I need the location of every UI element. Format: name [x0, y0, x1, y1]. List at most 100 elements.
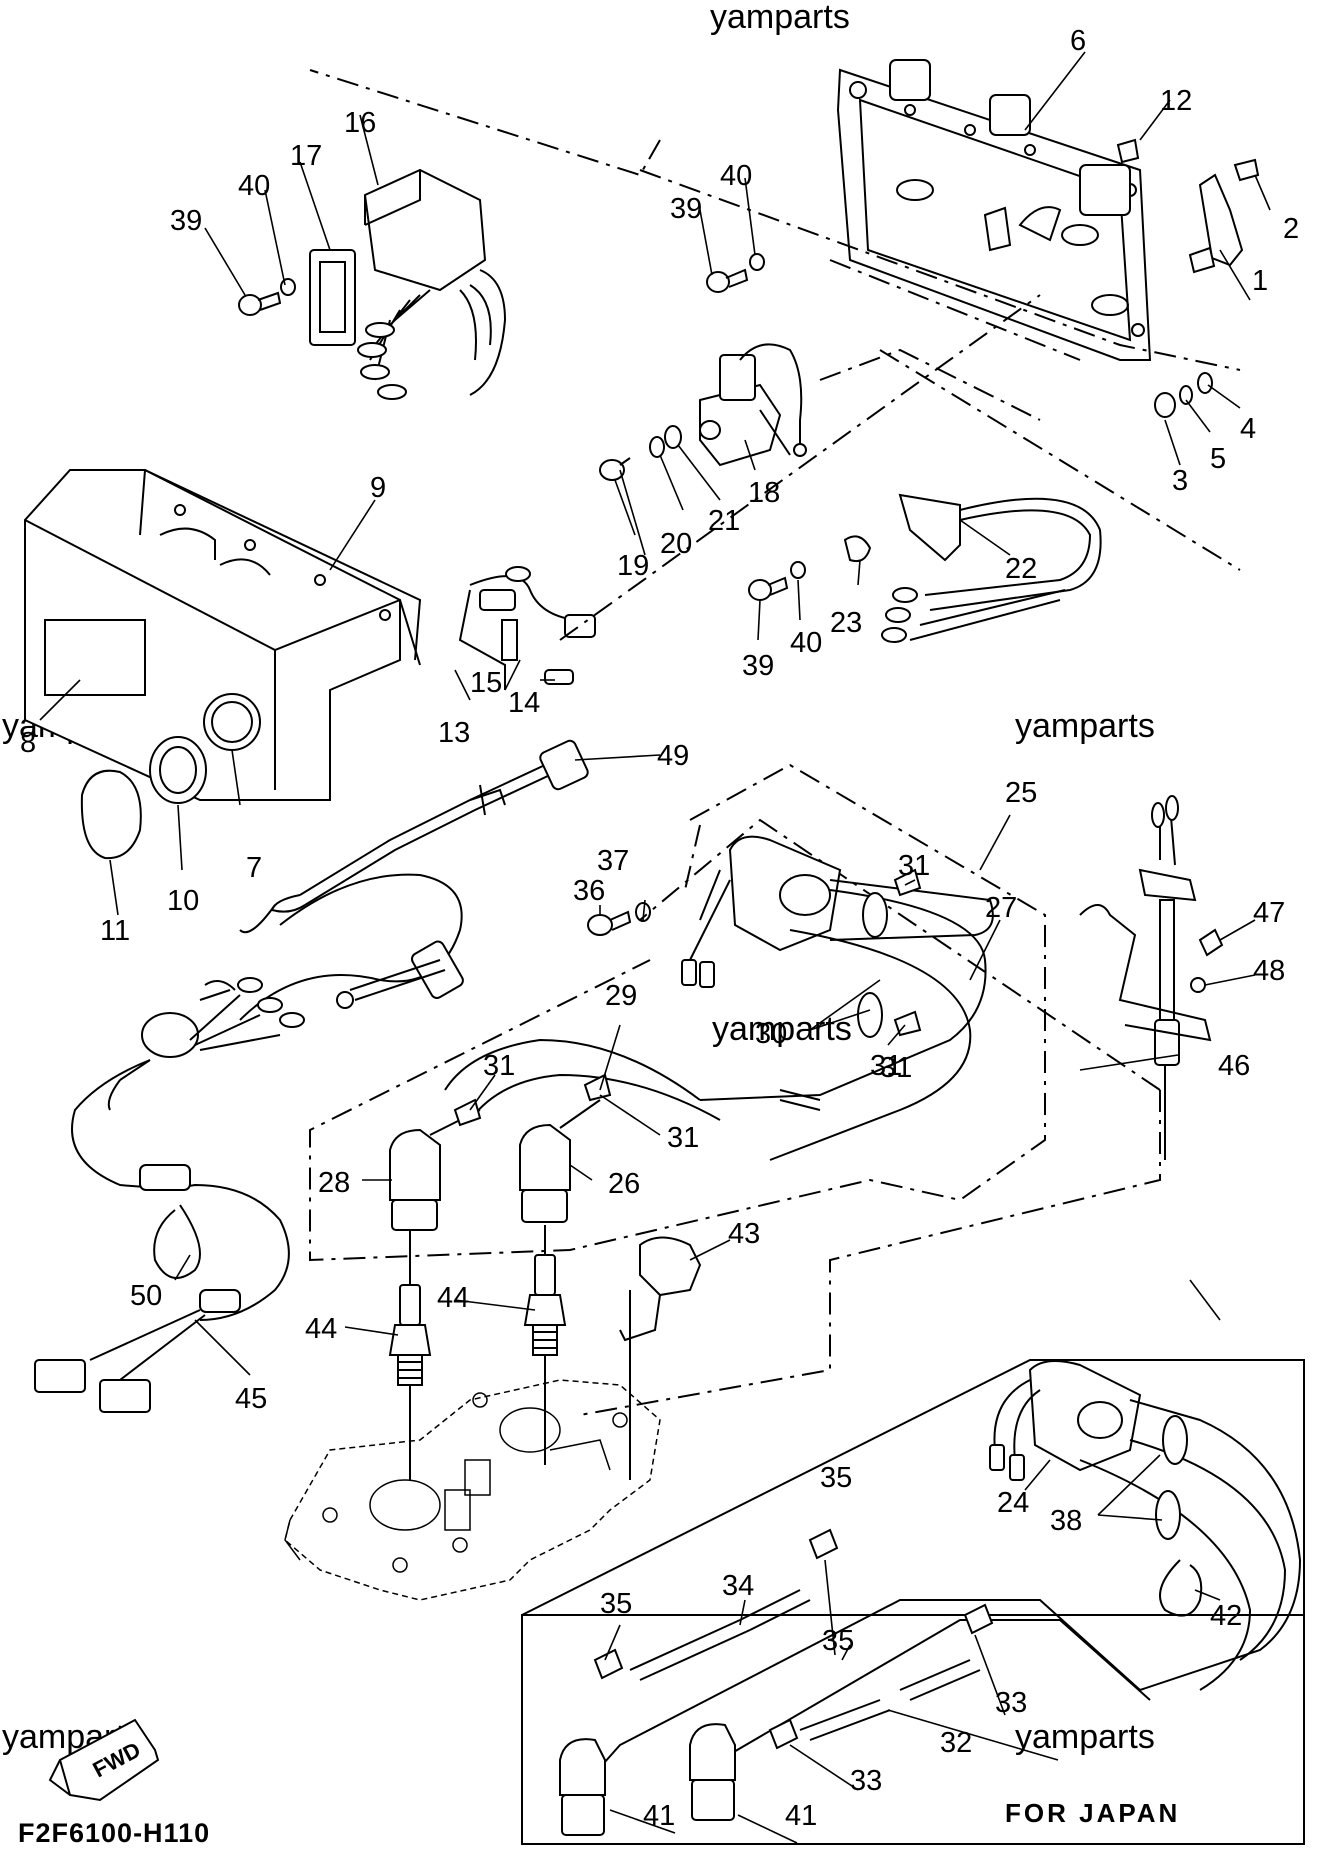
callout-label: 28: [318, 1167, 350, 1199]
callout-label: 25: [1005, 777, 1037, 809]
callout-label: 31: [483, 1050, 515, 1082]
washer-part-37: [635, 902, 651, 922]
callout-label: 5: [1210, 443, 1226, 475]
callout-label: 24: [997, 1487, 1029, 1519]
screw-washer-set: [706, 253, 765, 293]
callout-label: 41: [643, 1800, 675, 1832]
callout-label: 9: [370, 472, 386, 504]
callout-label: 29: [605, 980, 637, 1012]
callout-label: 36: [573, 875, 605, 907]
callout-label: 14: [508, 687, 540, 719]
clip-icon: [453, 1098, 482, 1127]
callout-label: 13: [438, 717, 470, 749]
callout-label: 30: [755, 1018, 787, 1050]
watermark: yamparts: [710, 0, 850, 36]
callout-label: 31: [870, 1050, 902, 1082]
callout-label: 35: [822, 1625, 854, 1657]
washer-icon: [649, 436, 665, 458]
spark-plug-part-44: [388, 1284, 432, 1386]
callout-label: 26: [608, 1168, 640, 1200]
bolt-icon: [599, 459, 625, 481]
callout-label: 48: [1253, 955, 1285, 987]
nut-icon: [1154, 392, 1176, 418]
wire-lead-part-22: [881, 493, 1102, 643]
sensor-part-46: [1079, 795, 1212, 1160]
callout-label: 42: [1210, 1600, 1242, 1632]
plug-cap-part-28: [389, 1109, 481, 1231]
cap-part-11: [80, 769, 142, 860]
callout-label: 22: [1005, 553, 1037, 585]
plug-cap-part-41: [559, 1738, 606, 1836]
callout-label: 37: [597, 845, 629, 877]
callout-label: 27: [985, 892, 1017, 924]
plug-cap-part-26: [519, 1099, 601, 1223]
watermark: yamparts: [1015, 1718, 1155, 1756]
grommet-part-10: [149, 736, 207, 804]
callout-label: 43: [728, 1218, 760, 1250]
callout-label: 2: [1283, 213, 1299, 245]
callout-label: 38: [1050, 1505, 1082, 1537]
callout-label: 40: [790, 627, 822, 659]
callout-label: 6: [1070, 25, 1086, 57]
for-japan-box: [521, 1614, 1305, 1845]
ignition-coil-part-24: [989, 1360, 1302, 1691]
callout-label: 10: [167, 885, 199, 917]
clamp-part-42: [1159, 1559, 1203, 1617]
callout-label: 45: [235, 1383, 267, 1415]
callout-label: 44: [437, 1282, 469, 1314]
callout-label: 17: [290, 140, 322, 172]
callout-label: 39: [742, 650, 774, 682]
diagram-code: F2F6100-H110: [18, 1818, 210, 1848]
washer-icon: [1179, 385, 1193, 405]
screw-washer-set: [238, 278, 296, 316]
tube-part-32: [799, 1699, 891, 1741]
callout-label: 1: [1252, 265, 1268, 297]
clip-icon: [593, 1648, 624, 1680]
washer-icon: [664, 425, 682, 449]
callout-label: 15: [470, 667, 502, 699]
callout-label: 20: [660, 528, 692, 560]
callout-label: 19: [617, 550, 649, 582]
callout-label: 35: [600, 1588, 632, 1620]
for-japan-label: FOR JAPAN: [1005, 1798, 1180, 1828]
wiring-harness-part-45: [34, 873, 464, 1413]
callout-label: 41: [785, 1800, 817, 1832]
clip-icon: [768, 1718, 799, 1750]
callout-label: 11: [100, 915, 130, 947]
washer-icon: [1197, 372, 1213, 394]
screw-washer-set: [748, 561, 806, 601]
callout-label: 23: [830, 607, 862, 639]
callout-label: 33: [850, 1765, 882, 1797]
callout-label: 49: [657, 740, 689, 772]
callout-label: 16: [344, 107, 376, 139]
leader-lines: [39, 51, 1271, 1844]
cover-part-9: [24, 469, 422, 801]
callout-label: 3: [1172, 465, 1188, 497]
callout-labels: 1 2 3 4 5 6 7 8 9 10 11 12 13 14 15 16 1…: [20, 25, 1299, 1832]
callout-label: 39: [670, 193, 702, 225]
bolt-icon: [1233, 158, 1260, 182]
bracket-part-43: [619, 1236, 702, 1480]
clip-icon: [963, 1603, 994, 1635]
regulator-part-18: [699, 343, 807, 467]
clip-icon: [808, 1528, 839, 1560]
callout-label: 8: [20, 727, 36, 759]
callout-label: 33: [995, 1687, 1027, 1719]
bolt-icon: [1188, 246, 1216, 274]
callout-label: 18: [748, 477, 780, 509]
screw-part-36: [587, 914, 613, 936]
rectifier-part-16: [309, 168, 507, 400]
callout-label: 39: [170, 205, 202, 237]
bolt-icon: [1116, 138, 1140, 164]
clip-icon: [583, 1073, 612, 1102]
ignition-coil-part-27: [444, 835, 994, 1161]
plug-cap-part-41: [689, 1723, 736, 1821]
callout-label: 44: [305, 1313, 337, 1345]
watermark: yamparts: [1015, 707, 1155, 745]
callout-label: 31: [898, 850, 930, 882]
callout-label: 12: [1160, 85, 1192, 117]
callout-label: 31: [667, 1122, 699, 1154]
callout-label: 40: [238, 170, 270, 202]
